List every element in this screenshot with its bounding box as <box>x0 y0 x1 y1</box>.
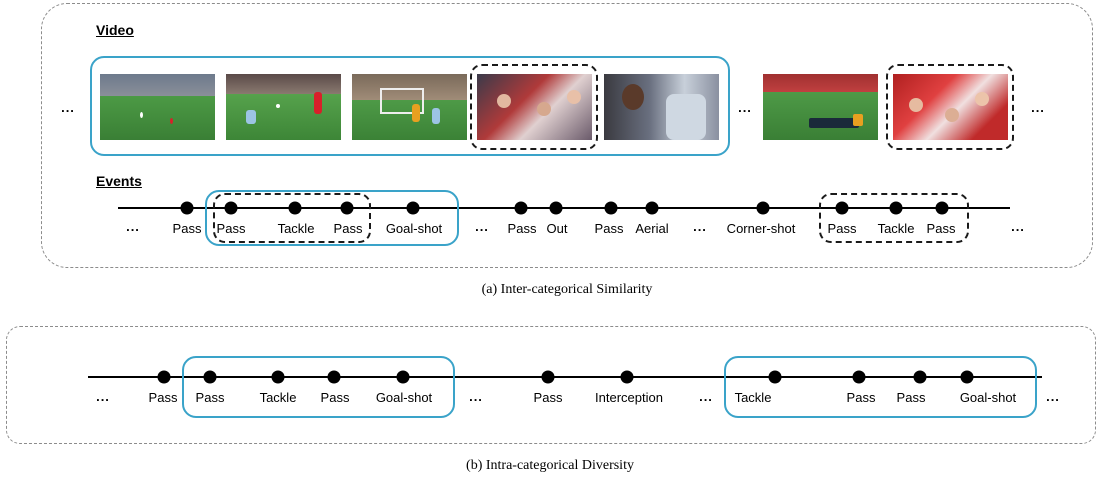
ellipsis-video-mid: ... <box>738 100 752 115</box>
event-dot <box>514 201 528 215</box>
event-label: Tackle <box>734 390 772 405</box>
event-dot <box>620 370 634 384</box>
event-label: Interception <box>595 390 663 405</box>
video-frame-6 <box>763 74 878 140</box>
event-dot <box>157 370 171 384</box>
event-dot <box>768 370 782 384</box>
event-label: Goal-shot <box>385 221 443 236</box>
event-label: Aerial <box>635 221 669 236</box>
event-dot <box>288 201 302 215</box>
caption-a: (a) Inter-categorical Similarity <box>481 282 653 297</box>
ellipsis-video-right: ... <box>1031 100 1045 115</box>
ellipsis-events: ... <box>1046 389 1060 404</box>
caption-b: (b) Intra-categorical Diversity <box>466 458 634 473</box>
event-label: Pass <box>594 221 624 236</box>
event-dot <box>935 201 949 215</box>
event-dot <box>645 201 659 215</box>
event-label: Pass <box>507 221 537 236</box>
event-label: Pass <box>320 390 350 405</box>
event-dot <box>327 370 341 384</box>
ellipsis-video-left: ... <box>61 100 75 115</box>
event-dot <box>180 201 194 215</box>
video-frame-4-crowd <box>477 74 592 140</box>
event-label: Pass <box>148 390 178 405</box>
event-label: Pass <box>533 390 563 405</box>
ellipsis-events: ... <box>469 389 483 404</box>
event-label: Goal-shot <box>959 390 1017 405</box>
video-frame-3 <box>352 74 467 140</box>
ellipsis-events: ... <box>693 219 707 234</box>
highlight-blue-sequence-2 <box>724 356 1037 418</box>
event-label: Pass <box>926 221 956 236</box>
ellipsis-events: ... <box>699 389 713 404</box>
event-label: Goal-shot <box>375 390 433 405</box>
event-dot <box>340 201 354 215</box>
panel-intra-categorical <box>6 326 1096 444</box>
event-dot <box>835 201 849 215</box>
event-label: Corner-shot <box>726 221 796 236</box>
event-label: Tackle <box>259 390 297 405</box>
panel-inter-categorical <box>41 3 1093 268</box>
timeline-a <box>118 207 1010 209</box>
event-dot <box>224 201 238 215</box>
event-dot <box>203 370 217 384</box>
event-label: Out <box>546 221 568 236</box>
event-dot <box>960 370 974 384</box>
highlight-dashed-events-1 <box>213 193 371 243</box>
highlight-dashed-events-2 <box>819 193 969 243</box>
video-frame-5-celebration <box>604 74 719 140</box>
events-heading: Events <box>96 173 142 189</box>
event-dot <box>889 201 903 215</box>
video-frame-7-crowd <box>893 74 1008 140</box>
ellipsis-events: ... <box>96 389 110 404</box>
event-label: Pass <box>333 221 363 236</box>
event-dot <box>913 370 927 384</box>
event-dot <box>549 201 563 215</box>
event-dot <box>396 370 410 384</box>
event-dot <box>756 201 770 215</box>
event-label: Pass <box>896 390 926 405</box>
ellipsis-events: ... <box>126 219 140 234</box>
event-dot <box>406 201 420 215</box>
event-label: Pass <box>827 221 857 236</box>
event-dot <box>604 201 618 215</box>
video-frame-2 <box>226 74 341 140</box>
ellipsis-events: ... <box>475 219 489 234</box>
video-heading: Video <box>96 22 134 38</box>
highlight-blue-video <box>90 56 730 156</box>
event-label: Tackle <box>277 221 315 236</box>
highlight-dashed-video-1 <box>470 64 598 150</box>
event-dot <box>852 370 866 384</box>
event-label: Tackle <box>877 221 915 236</box>
event-dot <box>541 370 555 384</box>
highlight-blue-events <box>205 190 459 246</box>
video-frame-1 <box>100 74 215 140</box>
highlight-blue-sequence-1 <box>182 356 455 418</box>
event-label: Pass <box>172 221 202 236</box>
ellipsis-events: ... <box>1011 219 1025 234</box>
event-label: Pass <box>846 390 876 405</box>
timeline-b <box>88 376 1042 378</box>
highlight-dashed-video-2 <box>886 64 1014 150</box>
event-label: Pass <box>195 390 225 405</box>
event-dot <box>271 370 285 384</box>
